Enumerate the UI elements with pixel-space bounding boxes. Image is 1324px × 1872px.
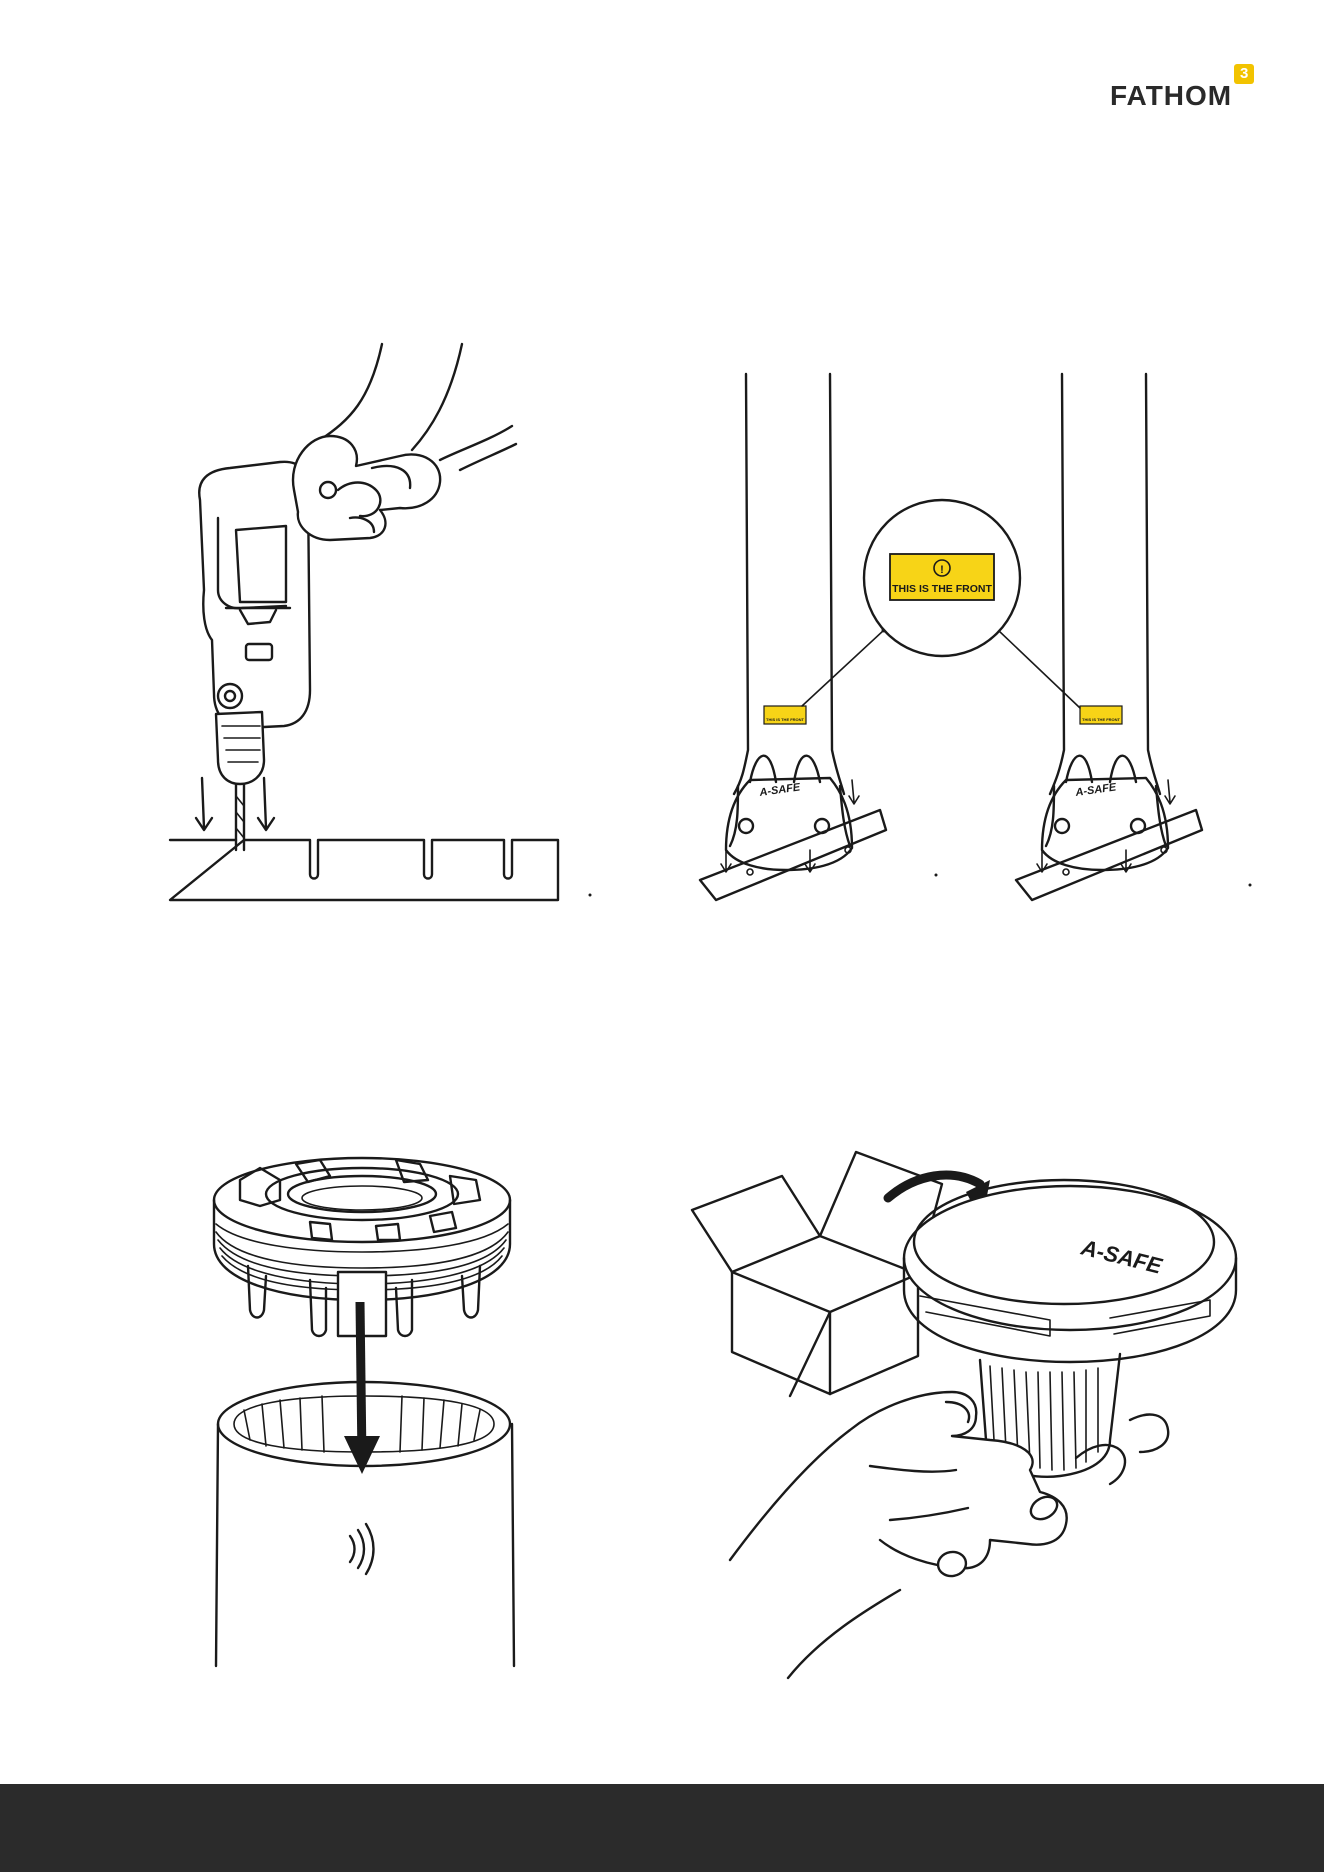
front-label-text: THIS IS THE FRONT [892,583,992,595]
warning-icon: ! [940,564,944,576]
fathom-logo: FATHOM 3 [1110,64,1254,112]
base-brand-left: A-SAFE [758,781,802,799]
footer-bar [0,1784,1324,1872]
post-icon: A-SAFE A-SAFE THIS IS THE FRONT THIS IS … [690,370,1270,910]
front-sticker-right: THIS IS THE FRONT [1080,706,1122,724]
fit-cap-illustration: A-SAFE [690,1140,1250,1680]
logo-text: FATHOM [1110,80,1232,112]
front-label-illustration: A-SAFE A-SAFE THIS IS THE FRONT THIS IS … [690,370,1270,910]
drill-holes-illustration [160,340,610,910]
insert-sleeve-illustration [200,1140,540,1670]
sleeve-icon [200,1140,540,1670]
svg-text:THIS IS THE FRONT: THIS IS THE FRONT [766,717,805,722]
front-sticker-magnified: ! THIS IS THE FRONT [890,554,994,600]
base-brand-right: A-SAFE [1074,781,1118,799]
drill-icon [160,340,610,910]
svg-text:THIS IS THE FRONT: THIS IS THE FRONT [1082,717,1121,722]
logo-badge: 3 [1234,64,1254,84]
cap-icon: A-SAFE [690,1140,1250,1680]
front-sticker-left: THIS IS THE FRONT [764,706,806,724]
